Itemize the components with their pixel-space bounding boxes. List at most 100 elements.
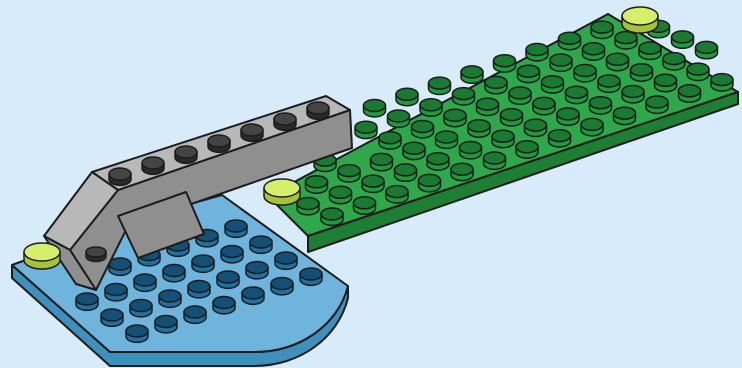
blue-stud	[109, 258, 131, 275]
green-stud	[583, 43, 605, 60]
green-stud	[590, 97, 612, 114]
green-stud	[646, 96, 668, 113]
grey-stud	[86, 247, 106, 262]
blue-stud	[225, 220, 247, 237]
green-stud	[477, 98, 499, 115]
green-stud	[388, 110, 410, 127]
green-stud	[566, 86, 588, 103]
green-stud	[468, 120, 490, 137]
blue-stud	[76, 293, 98, 310]
green-stud	[330, 186, 352, 203]
green-stud	[696, 41, 718, 58]
grey-stud	[175, 146, 197, 163]
blue-stud	[101, 309, 123, 326]
blue-stud	[155, 316, 177, 333]
blue-stud	[134, 274, 156, 291]
green-stud	[453, 88, 475, 105]
green-stud	[371, 153, 393, 170]
green-stud	[461, 66, 483, 83]
green-stud	[591, 21, 613, 38]
highlight-stud	[622, 7, 658, 33]
grey-stud	[208, 135, 230, 152]
blue-stud	[192, 255, 214, 272]
green-stud	[364, 100, 386, 117]
green-stud	[321, 208, 343, 225]
blue-stud	[275, 252, 297, 269]
green-stud	[615, 32, 637, 49]
green-stud	[679, 85, 701, 102]
green-stud	[509, 87, 531, 104]
blue-stud	[246, 262, 268, 279]
grey-stud	[109, 168, 131, 185]
green-stud	[533, 97, 555, 114]
green-stud	[386, 186, 408, 203]
green-stud	[711, 74, 733, 91]
green-stud	[492, 130, 514, 147]
blue-stud	[130, 300, 152, 317]
green-stud	[451, 163, 473, 180]
green-stud	[622, 86, 644, 103]
green-stud	[354, 197, 376, 214]
green-stud	[494, 55, 516, 72]
grey-stud	[142, 157, 164, 174]
blue-stud	[221, 246, 243, 263]
green-stud	[396, 88, 418, 105]
grey-stud	[241, 124, 263, 141]
green-stud	[526, 44, 548, 61]
green-stud	[672, 31, 694, 48]
green-stud	[444, 109, 466, 126]
green-stud	[525, 119, 547, 136]
green-stud	[429, 77, 451, 94]
green-stud	[484, 152, 506, 169]
green-stud	[427, 153, 449, 170]
green-stud	[663, 53, 685, 70]
green-stud	[355, 121, 377, 138]
blue-stud	[126, 325, 148, 342]
green-stud	[655, 74, 677, 91]
green-stud	[485, 76, 507, 93]
green-stud	[403, 142, 425, 159]
green-stud	[559, 32, 581, 49]
green-stud	[631, 64, 653, 81]
blue-stud	[271, 278, 293, 295]
blue-stud	[213, 297, 235, 314]
green-stud	[574, 65, 596, 82]
green-stud	[542, 76, 564, 93]
grey-stud	[307, 102, 329, 119]
green-stud	[460, 142, 482, 159]
green-stud	[395, 164, 417, 181]
green-stud	[412, 121, 434, 138]
blue-stud	[188, 281, 210, 298]
green-stud	[607, 53, 629, 70]
green-stud	[581, 118, 603, 135]
blue-stud	[105, 284, 127, 301]
green-stud	[687, 63, 709, 80]
blue-stud	[159, 290, 181, 307]
green-stud	[379, 132, 401, 149]
grey-stud	[274, 113, 296, 130]
green-stud	[557, 108, 579, 125]
green-stud	[550, 54, 572, 71]
blue-stud	[163, 265, 185, 282]
highlight-stud	[24, 243, 60, 269]
blue-stud	[242, 287, 264, 304]
green-stud	[419, 174, 441, 191]
green-stud	[362, 175, 384, 192]
green-stud	[297, 198, 319, 215]
green-stud	[598, 75, 620, 92]
green-stud	[306, 176, 328, 193]
green-stud	[420, 99, 442, 116]
green-stud	[549, 130, 571, 147]
green-stud	[614, 107, 636, 124]
green-stud	[516, 141, 538, 158]
green-stud	[338, 165, 360, 182]
blue-stud	[300, 268, 322, 285]
green-stud	[501, 109, 523, 126]
green-stud	[436, 131, 458, 148]
blue-stud	[250, 236, 272, 253]
green-stud	[639, 42, 661, 59]
green-stud	[518, 65, 540, 82]
blue-stud	[217, 271, 239, 288]
